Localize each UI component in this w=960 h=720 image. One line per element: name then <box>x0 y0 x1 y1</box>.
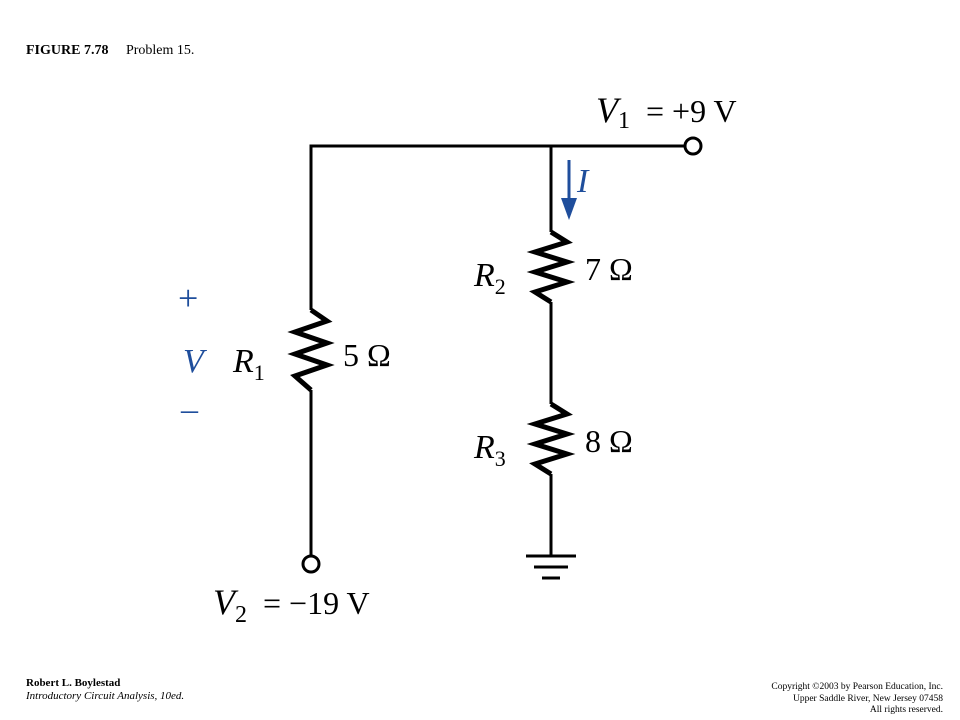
v1-symbol: V <box>596 90 622 130</box>
r2-subscript: 2 <box>495 274 506 299</box>
current-arrow-icon <box>561 160 577 220</box>
v2-label: V2 = −19 V <box>213 582 370 628</box>
r1-symbol: R <box>232 343 254 380</box>
resistor-r1-icon <box>287 307 335 392</box>
author-name: Robert L. Boylestad <box>26 677 121 689</box>
v2-symbol: V <box>213 582 239 622</box>
r2-symbol-label: R2 <box>473 257 506 299</box>
top-wire <box>309 144 685 220</box>
footer-copyright: Copyright ©2003 by Pearson Education, In… <box>771 682 943 717</box>
book-title: Introductory Circuit Analysis, 10ed. <box>26 690 185 702</box>
v1-value: = +9 V <box>646 93 737 129</box>
v1-label: V1 = +9 V <box>596 90 737 134</box>
r3-value: 8 Ω <box>585 423 633 459</box>
ground-icon <box>526 554 576 580</box>
resistor-r3-icon <box>526 401 576 477</box>
r3-subscript: 3 <box>495 446 506 471</box>
v2-value: = −19 V <box>263 585 370 621</box>
figure-caption: FIGURE 7.78 Problem 15. <box>26 43 194 59</box>
v2-terminal-icon <box>301 554 321 574</box>
v1-subscript: 1 <box>618 108 630 134</box>
r1-value: 5 Ω <box>343 337 391 373</box>
rights-line: All rights reserved. <box>869 705 943 715</box>
figure-number: FIGURE 7.78 <box>26 43 109 58</box>
v2-subscript: 2 <box>235 602 247 628</box>
voltage-symbol: V <box>183 343 208 380</box>
footer-attribution: Robert L. Boylestad Introductory Circuit… <box>26 677 184 703</box>
r1-subscript: 1 <box>254 360 265 385</box>
current-label: I <box>576 163 590 200</box>
address-line: Upper Saddle River, New Jersey 07458 <box>792 693 943 704</box>
copyright-line: Copyright ©2003 by Pearson Education, In… <box>771 682 943 692</box>
r1-symbol-label: R1 <box>232 343 265 385</box>
v1-terminal-icon <box>683 136 703 156</box>
r3-symbol: R <box>473 429 495 466</box>
r2-symbol: R <box>473 257 495 294</box>
resistor-r2-icon <box>526 229 576 305</box>
voltage-minus: – <box>180 391 199 428</box>
r3-symbol-label: R3 <box>473 429 506 471</box>
r2-value: 7 Ω <box>585 251 633 287</box>
voltage-plus: + <box>178 278 198 318</box>
figure-title: Problem 15. <box>125 43 195 58</box>
